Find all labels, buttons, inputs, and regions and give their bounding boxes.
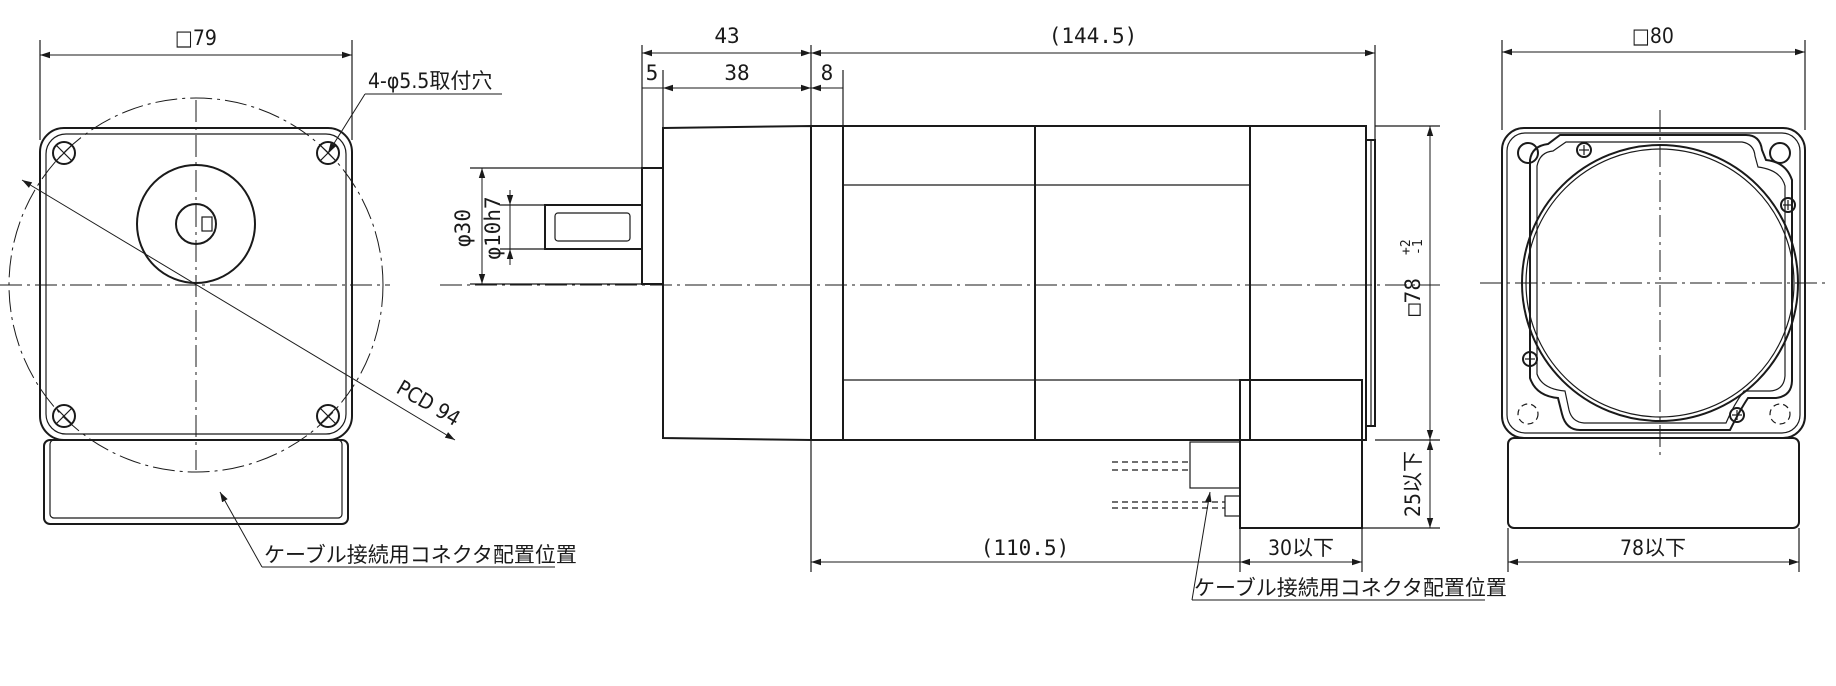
pcd-label: PCD 94: [393, 376, 465, 431]
pcd-leader: [21, 179, 456, 441]
rear-bottom-dim-label: 78以下: [1620, 536, 1686, 560]
dim-sq78-tol-lower: -1: [1411, 239, 1426, 255]
hole-note: 4-φ5.5取付穴: [368, 69, 492, 93]
rear-hole-hidden: [1517, 403, 1539, 425]
side-motor-body: [810, 125, 1367, 441]
dim-38-label: 38: [724, 61, 749, 85]
dim-8-label: 8: [821, 61, 834, 85]
rear-cover: [1529, 134, 1793, 431]
side-connector-box: [1239, 379, 1363, 529]
rear-width-dim-label: □80: [1632, 24, 1674, 48]
mounting-hole: [316, 404, 340, 428]
side-view: 43 (144.5) 5 38 8: [440, 24, 1507, 601]
dim-sq78-tol-upper: +2: [1399, 239, 1414, 255]
front-width-dim-label: □79: [175, 26, 217, 50]
side-pilot: [641, 167, 664, 285]
dim-43-label: 43: [714, 24, 739, 48]
dim-sq78-label: □78: [1401, 278, 1425, 316]
side-gearhead: [662, 124, 812, 442]
front-connector-note: ケーブル接続用コネクタ配置位置: [264, 543, 577, 567]
rear-screw: [1576, 142, 1592, 158]
rear-hole-hidden: [1769, 403, 1791, 425]
side-connector-note: ケーブル接続用コネクタ配置位置: [1194, 576, 1507, 600]
rear-screw: [1522, 351, 1538, 367]
rear-hole: [1517, 142, 1539, 164]
dim-144-label: (144.5): [1049, 24, 1138, 48]
mounting-hole: [52, 404, 76, 428]
rear-connector-box: [1507, 437, 1800, 529]
front-view: □79 P: [0, 26, 577, 568]
side-shaft: [544, 204, 643, 250]
rear-screw: [1780, 197, 1796, 213]
dim-30-label: 30以下: [1268, 536, 1334, 560]
dim-110-label: (110.5): [981, 536, 1070, 560]
dim-25-label: 25以下: [1401, 451, 1425, 517]
rear-view: □80 78以下: [1480, 24, 1830, 572]
dim-phi30-label: φ30: [451, 209, 475, 247]
rear-screw: [1729, 407, 1745, 423]
dim-phi10-label: φ10h7: [481, 196, 505, 259]
dim-5-label: 5: [646, 61, 659, 85]
rear-hole: [1769, 142, 1791, 164]
mounting-hole: [52, 141, 76, 165]
